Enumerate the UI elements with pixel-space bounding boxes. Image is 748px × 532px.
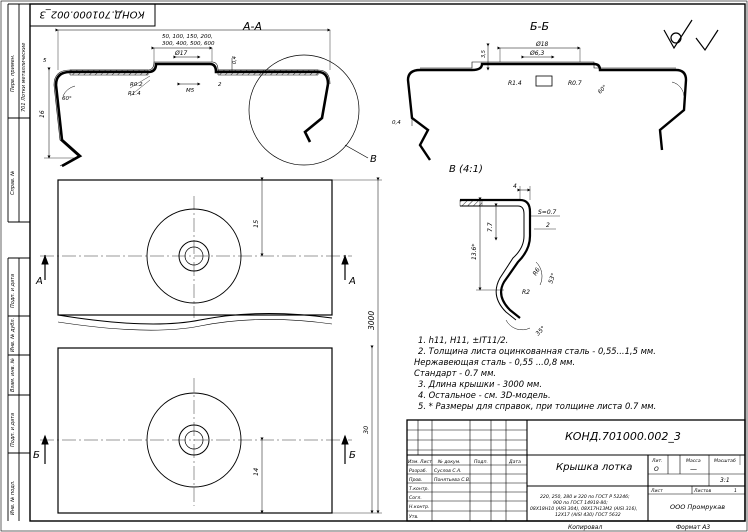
aa-h16: 16 (39, 110, 46, 118)
stamp-doc-code: КОНД.701000.002_3 (565, 430, 681, 443)
plan-view (40, 177, 382, 514)
side-vzam-inv: Взам. инв. № (10, 358, 16, 392)
stamp-masshtab-header: Масштаб (714, 458, 736, 464)
stamp-lit-value: О (654, 466, 659, 473)
dv-a35: 35° (534, 325, 546, 337)
detail-v-view (459, 186, 560, 331)
aa-d17: Ø17 (174, 50, 188, 57)
side-podp-data-2: Подп. и дата (10, 413, 16, 447)
note-2: 2. Толщина листа оцинкованная сталь - 0,… (418, 346, 656, 356)
dv-s07: S=0.7 (538, 209, 557, 216)
bb-r07: R0.7 (568, 80, 582, 87)
aa-sizes-row1: 50, 100, 150, 200, (162, 34, 213, 40)
bb-angle: 60° (597, 84, 608, 95)
bb-h35: 3,5 (481, 50, 487, 58)
detail-v-label: В (4:1) (449, 164, 483, 175)
aa-r02: R0.2 (130, 82, 143, 88)
dv-d2: 2 (546, 222, 550, 229)
rotated-code-box (29, 3, 156, 27)
section-aa-label: А-А (242, 20, 262, 33)
side-sprav: Справ. № (10, 171, 16, 195)
stamp-format: Формат А3 (676, 524, 710, 531)
stamp-razrab-label: Разраб. (409, 468, 427, 474)
plan-dim14: 14 (252, 468, 260, 476)
note-3: Нержавеющая сталь - 0,55 ...0,8 мм. (414, 357, 576, 367)
section-bb-label: Б-Б (530, 20, 549, 33)
stamp-material-4: 12Х17 (AISI 430) ГОСТ 5632 (555, 512, 621, 518)
stamp-col-list: Лист (419, 459, 432, 465)
dv-r2: R2 (522, 289, 530, 296)
aa-r14: R1.4 (128, 91, 141, 97)
inner-frame (29, 3, 746, 522)
side-podp-data-1: Подп. и дата (10, 274, 16, 308)
section-aa-view (44, 28, 369, 168)
dv-d77: 7.7 (487, 222, 494, 232)
stamp-company: ООО Промрукав (670, 503, 725, 511)
aa-angle: 60° (62, 96, 72, 102)
dv-d136: 13.6* (471, 244, 478, 260)
rotated-code: КОНД.701000.002_3 (39, 9, 144, 20)
stamp-listov-value: 1 (734, 488, 737, 494)
stamp-utv: Утв. (409, 514, 419, 520)
stamp-col-data: Дата (508, 459, 521, 465)
stamp-col-docnum: № докум. (437, 459, 461, 465)
stamp-lit-header: Лит. (651, 458, 663, 464)
stamp-list-label: Лист (650, 488, 663, 494)
side-inv-podl: Инв. № подл. (10, 481, 16, 516)
plan-b-left: Б (33, 450, 40, 461)
stamp-prov-label: Пров. (409, 477, 422, 483)
side-perv-code: 701 Лотки металлические (21, 43, 27, 112)
bb-h04: 0,4 (392, 120, 401, 126)
section-bb-view (406, 43, 688, 161)
bb-d63: Ø6,3 (529, 50, 544, 57)
stamp-material-3: 08Х18Н10 (AISI 304), 08Х17Н13М2 (AISI 31… (530, 506, 638, 512)
note-5: 3. Длина крышки - 3000 мм. (418, 379, 543, 389)
aa-m5: М5 (186, 88, 195, 94)
aa-d5: 5 (43, 58, 47, 64)
side-perv-primen: Перв. примен. (10, 54, 16, 92)
plan-dim30: 30 (362, 426, 370, 434)
title-block (406, 419, 746, 522)
aa-sizes-row2: 300, 400, 500, 600 (162, 41, 215, 47)
roughness-symbol (663, 19, 719, 52)
dv-r6: R6 (532, 266, 542, 277)
aa-w: 2 (218, 82, 222, 88)
aa-view-mark: В (370, 154, 377, 165)
plan-a-right: А (348, 276, 356, 287)
plan-dim3000: 3000 (367, 311, 376, 330)
stamp-material-1: 220, 250, 280 и 320 по ГОСТ Р 52246; (540, 494, 630, 500)
bb-d18: Ø18 (535, 41, 549, 48)
note-7: 5. * Размеры для справок, при толщине ли… (418, 401, 657, 411)
dv-a53: 53° (547, 272, 557, 284)
note-4: Стандарт - 0.7 мм. (414, 368, 497, 378)
plan-dim15: 15 (252, 220, 260, 228)
bb-r14: R1.4 (508, 80, 522, 87)
side-inv-dubl: Инв. № дубл. (10, 318, 16, 352)
stamp-material-2: 900 по ГОСТ 14918-80; (553, 500, 608, 506)
aa-d04: 0,4 (232, 56, 238, 64)
stamp-kopiroval: Копировал (568, 524, 602, 531)
left-side-columns (7, 3, 30, 521)
stamp-prov-name: Понятьева С.В. (434, 477, 471, 483)
note-6: 4. Остальное - см. 3D-модель. (418, 390, 551, 400)
plan-a-left: А (35, 276, 43, 287)
stamp-sogl: Согл. (409, 495, 422, 501)
stamp-listov-label: Листов (693, 488, 711, 494)
dv-d4: 4 (513, 183, 517, 190)
plan-b-right: Б (349, 450, 356, 461)
stamp-massa-header: Масса (686, 458, 701, 464)
stamp-masshtab-value: 3:1 (720, 477, 730, 484)
stamp-massa-value: — (690, 465, 697, 473)
stamp-nkontr: Н.контр. (409, 504, 430, 510)
stamp-col-izm: Изм. (408, 459, 419, 465)
stamp-title: Крышка лотка (556, 462, 632, 473)
stamp-col-podp: Подп. (474, 459, 488, 465)
stamp-razrab-name: Суслов С.А. (434, 468, 462, 474)
stamp-tkontr: Т.контр. (409, 486, 429, 492)
note-1: 1. h11, H11, ±IT11/2. (418, 335, 509, 345)
